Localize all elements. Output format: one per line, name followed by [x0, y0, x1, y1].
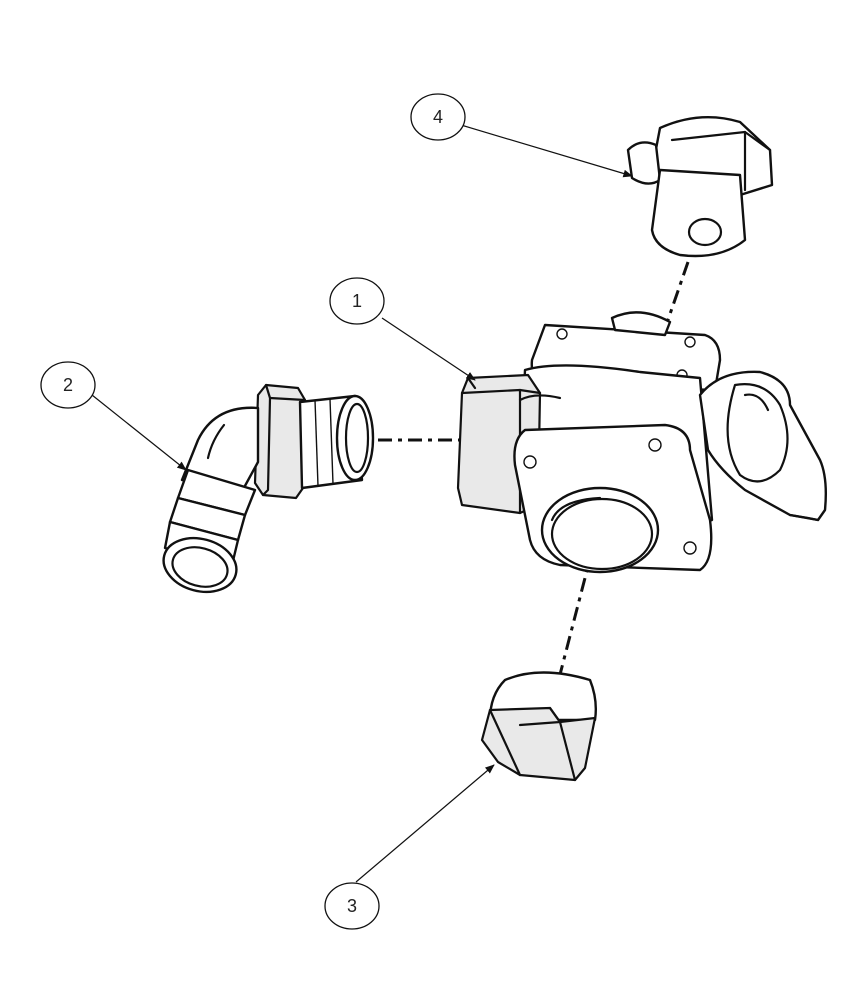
callout-3: 3: [324, 882, 380, 930]
elbow-fitting: [162, 383, 375, 594]
callout-3-label: 3: [347, 896, 357, 916]
breather-fitting: [626, 116, 774, 258]
callout-4: 4: [410, 93, 466, 141]
end-cap: [480, 671, 598, 782]
leader-2: [91, 394, 187, 471]
callout-1: 1: [329, 277, 385, 325]
leader-1: [381, 317, 476, 381]
leader-lines: [91, 124, 633, 883]
callout-2-label: 2: [63, 375, 73, 395]
callout-4-label: 4: [433, 107, 443, 127]
valve-body: [456, 311, 828, 574]
leader-4: [460, 124, 633, 178]
callout-1-label: 1: [352, 291, 362, 311]
callout-2: 2: [40, 361, 96, 409]
leader-3: [355, 764, 495, 883]
